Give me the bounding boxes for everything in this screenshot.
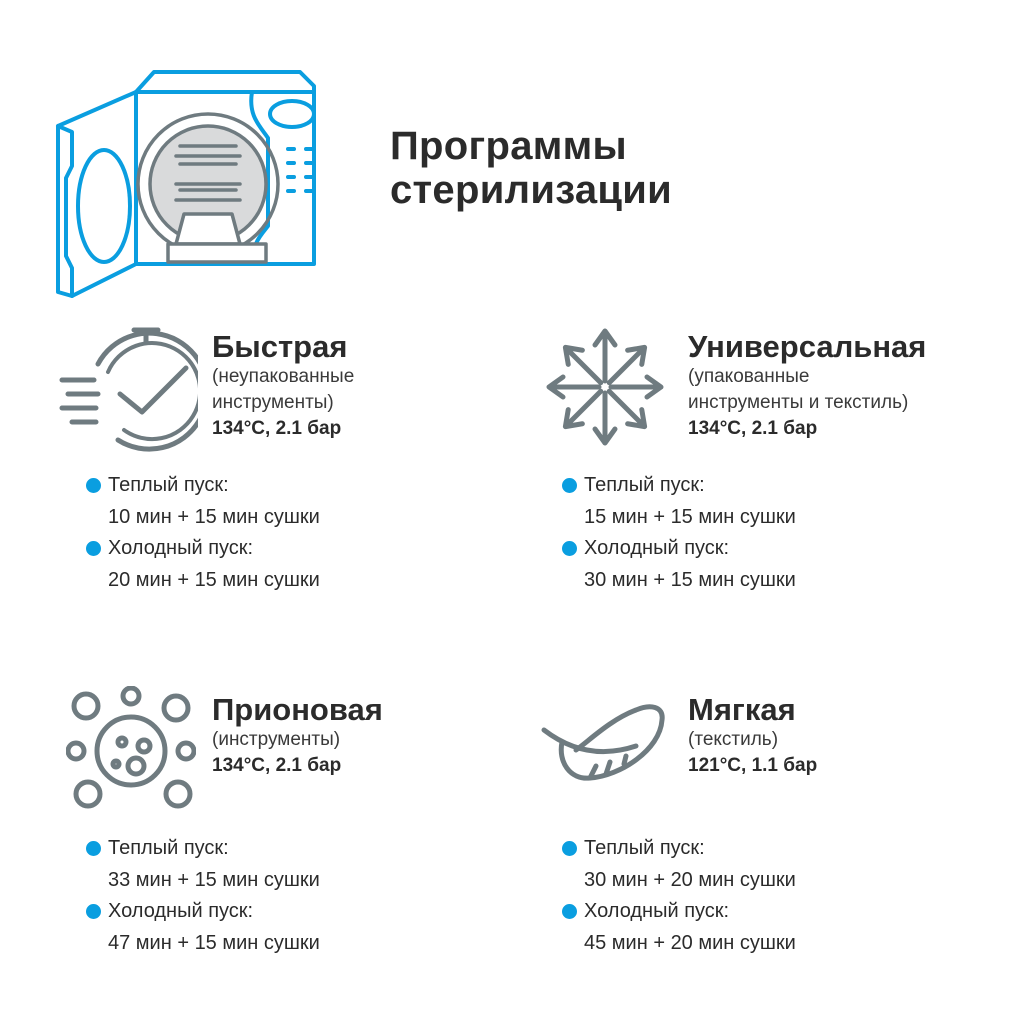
feather-icon: [541, 704, 665, 781]
program-spec: 134°C, 2.1 бар: [212, 755, 342, 776]
warm-start-label: Теплый пуск:: [584, 837, 705, 859]
program-spec: 134°C, 2.1 бар: [688, 418, 818, 439]
bullet-dot: [86, 904, 101, 919]
autoclave-icon: [56, 70, 316, 298]
program-prion-times: Теплый пуск: 33 мин + 15 мин сушки Холод…: [86, 833, 320, 959]
warm-start-time: 10 мин + 15 мин сушки: [108, 505, 320, 528]
cold-start-label: Холодный пуск:: [584, 900, 730, 922]
program-spec: 134°C, 2.1 бар: [212, 418, 342, 439]
bullet-dot: [562, 541, 577, 556]
cold-start-label: Холодный пуск:: [584, 537, 730, 559]
cold-start-time: 30 мин + 15 мин сушки: [584, 568, 796, 591]
bullet-dot: [562, 904, 577, 919]
bullet-dot: [562, 478, 577, 493]
program-name: Прионовая: [212, 692, 383, 727]
warm-start-time: 15 мин + 15 мин сушки: [584, 505, 796, 528]
virus-icon: [66, 686, 196, 809]
cold-start-time: 45 мин + 20 мин сушки: [584, 931, 796, 954]
cold-start-label: Холодный пуск:: [108, 537, 254, 559]
warm-start-label: Теплый пуск:: [108, 837, 229, 859]
program-description: (инструменты): [212, 729, 341, 750]
warm-start-label: Теплый пуск:: [108, 474, 229, 496]
page-title-line: Программы: [390, 124, 627, 168]
program-universal: Универсальная (упакованные инструменты и…: [688, 330, 1024, 442]
program-name: Мягкая: [688, 692, 796, 727]
warm-start-label: Теплый пуск:: [584, 474, 705, 496]
program-description: инструменты и текстиль): [688, 392, 909, 413]
cold-start-time: 20 мин + 15 мин сушки: [108, 568, 320, 591]
page-title: Программы стерилизации: [390, 124, 672, 212]
program-description: (упакованные: [688, 366, 810, 387]
bullet-dot: [86, 541, 101, 556]
bullet-dot: [86, 478, 101, 493]
warm-start-time: 30 мин + 20 мин сушки: [584, 868, 796, 891]
program-description: инструменты): [212, 392, 334, 413]
program-description: (текстиль): [688, 729, 779, 750]
program-spec: 121°C, 1.1 бар: [688, 755, 818, 776]
program-fast: Быстрая (неупакованные инструменты) 134°…: [212, 330, 632, 442]
program-name: Быстрая: [212, 329, 348, 364]
cold-start-time: 47 мин + 15 мин сушки: [108, 931, 320, 954]
bullet-dot: [562, 841, 577, 856]
program-soft-times: Теплый пуск: 30 мин + 20 мин сушки Холод…: [562, 833, 796, 959]
program-soft: Мягкая (текстиль) 121°C, 1.1 бар: [688, 693, 1024, 779]
program-fast-times: Теплый пуск: 10 мин + 15 мин сушки Холод…: [86, 470, 320, 596]
program-universal-times: Теплый пуск: 15 мин + 15 мин сушки Холод…: [562, 470, 796, 596]
program-name: Универсальная: [688, 329, 927, 364]
stopwatch-check-icon: [59, 327, 198, 452]
program-prion: Прионовая (инструменты) 134°C, 2.1 бар: [212, 693, 632, 779]
page-title-line: стерилизации: [390, 168, 673, 212]
radiating-arrows-icon: [540, 328, 670, 452]
cold-start-label: Холодный пуск:: [108, 900, 254, 922]
program-description: (неупакованные: [212, 366, 355, 387]
bullet-dot: [86, 841, 101, 856]
warm-start-time: 33 мин + 15 мин сушки: [108, 868, 320, 891]
